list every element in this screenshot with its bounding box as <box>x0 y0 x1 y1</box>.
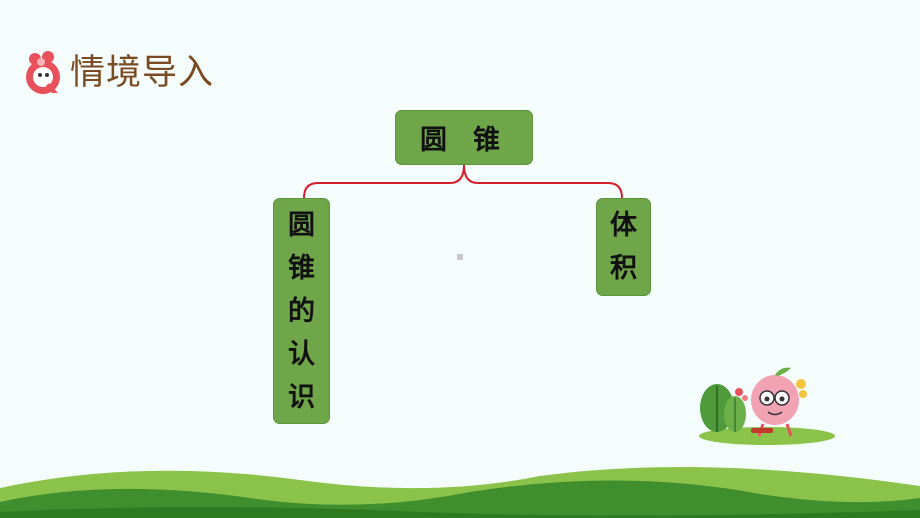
slide-title: 情境导入 <box>22 48 214 98</box>
q-mascot-icon <box>26 51 60 94</box>
peach-mascot-illustration <box>699 367 835 445</box>
center-marker <box>457 254 463 260</box>
branch-char: 圆 <box>288 210 315 241</box>
mindmap-branch-cone-recognition: 圆 锥 的 认 识 <box>273 198 330 424</box>
branch-char: 锥 <box>288 253 315 284</box>
mindmap-root-char: 锥 <box>473 125 526 156</box>
page-title: 情境导入 <box>70 52 215 93</box>
branch-char: 积 <box>610 253 637 284</box>
branch-char: 认 <box>288 339 315 370</box>
mindmap-branch-volume: 体 积 <box>596 198 651 296</box>
branch-char: 识 <box>288 382 315 413</box>
branch-char: 体 <box>610 210 637 241</box>
mindmap-root-char: 圆 <box>420 125 473 156</box>
green-hills <box>0 467 920 518</box>
branch-char: 的 <box>288 296 315 327</box>
mindmap-root-box: 圆锥 <box>395 110 533 165</box>
